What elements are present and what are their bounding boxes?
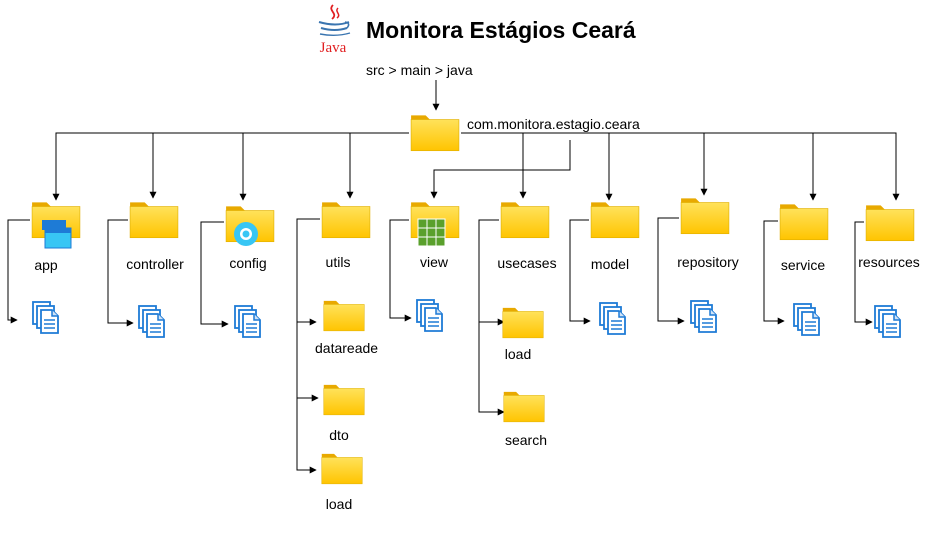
package-resources[interactable]: resources [854,205,920,338]
subfolder-label: load [505,346,531,362]
package-model[interactable]: model [569,202,640,335]
folder-icon [590,202,640,239]
package-view[interactable]: view [389,202,460,332]
folder-icon [323,384,365,416]
breadcrumb: src > main > java [366,62,473,78]
subfolder-load[interactable]: load [321,453,363,512]
child-connector [107,219,134,327]
root-package-label: com.monitora.estagio.ceara [467,116,640,132]
package-label: usecases [497,255,556,271]
package-label: config [229,255,266,271]
package-label: resources [858,254,919,270]
subfolder-label: load [326,496,352,512]
files-icon [874,305,901,338]
package-utils[interactable]: utils datareade dto load [296,202,378,512]
files-icon [138,305,165,338]
child-connector [657,217,685,325]
package-config[interactable]: config [200,206,275,338]
folder-icon [503,391,545,423]
package-label: service [781,257,826,273]
files-icon [234,305,261,338]
child-connector [7,219,30,324]
package-service[interactable]: service [763,204,829,336]
child-connector [296,218,320,474]
files-icon [416,299,443,332]
package-label: model [591,256,629,272]
package-repository[interactable]: repository [657,198,739,333]
folder-icon [680,198,730,235]
package-usecases[interactable]: usecases load search [478,202,557,448]
subfolder-label: search [505,432,547,448]
package-label: app [34,257,58,273]
page-title: Monitora Estágios Ceará [366,17,636,43]
java-logo-icon: Java [318,4,351,56]
window-icon [42,220,72,249]
subfolder-search[interactable]: search [503,391,547,448]
child-connector [200,221,229,328]
folder-icon [129,202,179,239]
child-connector [763,220,785,325]
subfolder-label: dto [329,427,349,443]
package-label: controller [126,256,184,272]
folder-icon [500,202,550,239]
grid-icon [417,218,446,247]
child-connector [389,219,412,322]
subfolder-label: datareade [315,340,378,356]
folder-icon [321,202,371,239]
child-connector [569,219,591,325]
files-icon [793,303,820,336]
files-icon [32,301,59,334]
folder-icon [779,204,829,241]
folder-icon [502,307,544,339]
package-controller[interactable]: controller [107,202,184,338]
subfolder-load[interactable]: load [502,307,544,362]
subfolder-dto[interactable]: dto [323,384,365,443]
files-icon [599,302,626,335]
child-connector [478,219,505,416]
root-connectors [52,132,900,201]
package-label: utils [326,254,351,270]
folder-icon [321,453,363,485]
root-folder-icon [410,115,460,152]
java-logo-text: Java [320,40,347,56]
child-connector [854,221,873,326]
package-label: view [420,254,449,270]
gear-icon [234,222,258,246]
package-label: repository [677,254,738,270]
files-icon [690,300,717,333]
package-app[interactable]: app [7,202,81,334]
folder-icon [323,300,365,332]
subfolder-datareade[interactable]: datareade [315,300,378,356]
folder-icon [865,205,915,242]
